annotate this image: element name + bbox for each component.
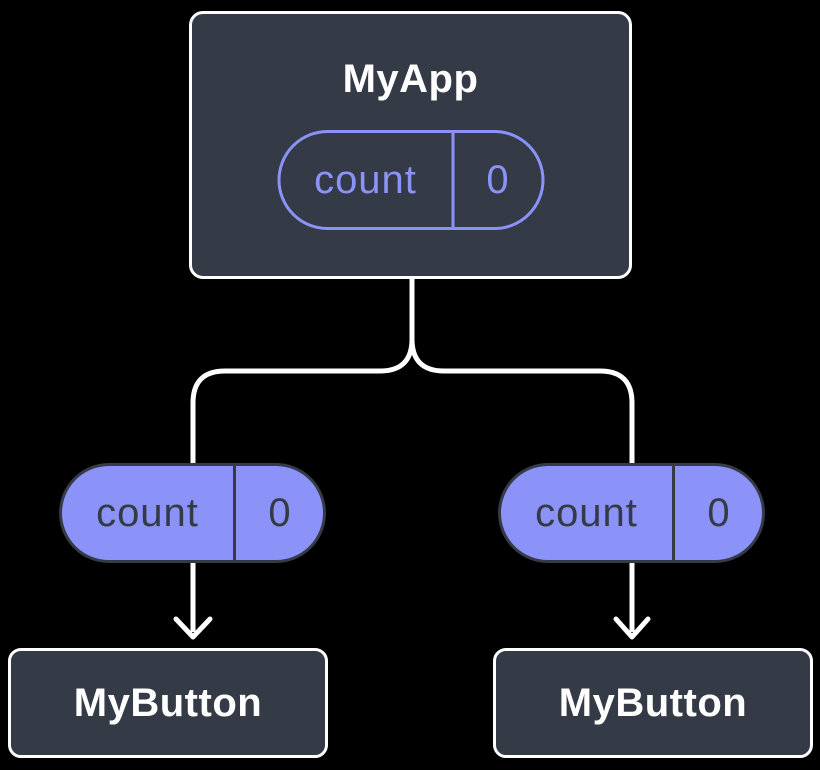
mybutton-node-right: MyButton (493, 648, 813, 758)
props-pill-left-name: count (62, 466, 236, 560)
state-pill-name: count (280, 133, 454, 227)
props-pill-right: count 0 (498, 463, 765, 563)
props-pill-right-name: count (501, 466, 675, 560)
mybutton-node-left: MyButton (8, 648, 328, 758)
mybutton-node-left-title: MyButton (73, 680, 263, 725)
myapp-node: MyApp count 0 (189, 11, 632, 279)
myapp-node-title: MyApp (342, 57, 479, 101)
props-pill-right-value: 0 (707, 490, 730, 535)
props-pill-left: count 0 (59, 463, 326, 563)
state-pill: count 0 (277, 130, 544, 230)
props-arrow-right-head (613, 616, 651, 640)
connector-left-branch (190, 277, 415, 466)
connector-right-branch (409, 277, 635, 466)
state-pill-value: 0 (486, 157, 509, 202)
props-arrow-left-head (173, 616, 213, 640)
props-pill-left-value: 0 (268, 490, 291, 535)
mybutton-node-right-title: MyButton (558, 680, 748, 725)
